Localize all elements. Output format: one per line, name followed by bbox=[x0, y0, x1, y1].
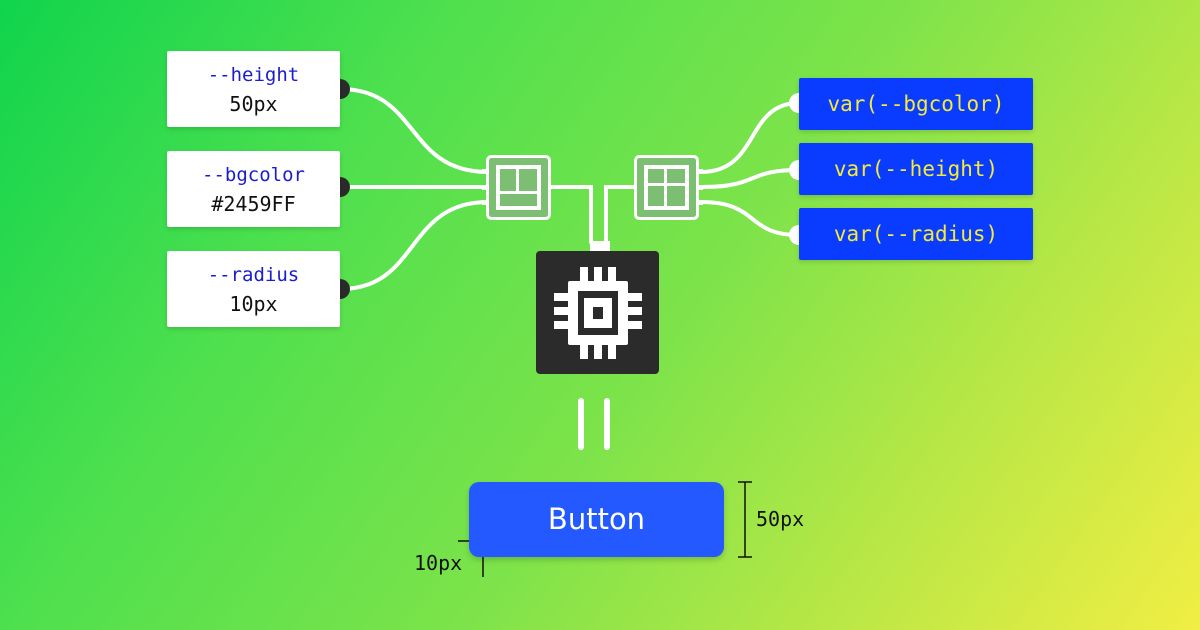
wire-out-radius bbox=[699, 200, 801, 237]
height-dimension-label: 50px bbox=[756, 507, 805, 531]
wire-out-height bbox=[699, 168, 801, 189]
wire-left-to-processor bbox=[549, 185, 593, 244]
wire-height-in bbox=[338, 87, 490, 174]
radius-dimension-label: 10px bbox=[414, 551, 463, 575]
input-card-radius[interactable]: --radius 10px bbox=[167, 251, 340, 327]
variable-value: 10px bbox=[229, 292, 278, 316]
variable-name: --height bbox=[207, 64, 300, 86]
input-card-bgcolor[interactable]: --bgcolor #2459FF bbox=[167, 151, 340, 227]
wire-right-to-processor bbox=[604, 185, 636, 244]
cpu-chip-icon bbox=[536, 241, 659, 374]
input-card-height[interactable]: --height 50px bbox=[167, 51, 340, 127]
grid-layout-icon bbox=[482, 155, 551, 220]
wire-radius-in bbox=[338, 200, 490, 291]
output-card-radius[interactable]: var(--radius) bbox=[799, 208, 1033, 260]
equals-sign bbox=[578, 398, 610, 450]
variable-value: #2459FF bbox=[211, 192, 296, 216]
grid-layout-icon bbox=[634, 155, 703, 220]
output-card-bgcolor[interactable]: var(--bgcolor) bbox=[799, 78, 1033, 130]
variable-name: --bgcolor bbox=[202, 164, 305, 186]
height-dimension-marker bbox=[738, 481, 752, 558]
wire-out-bgcolor bbox=[699, 101, 801, 174]
variable-name: --radius bbox=[207, 264, 300, 286]
variable-value: 50px bbox=[229, 92, 278, 116]
output-card-height[interactable]: var(--height) bbox=[799, 143, 1033, 195]
demo-button[interactable]: Button bbox=[469, 482, 724, 557]
